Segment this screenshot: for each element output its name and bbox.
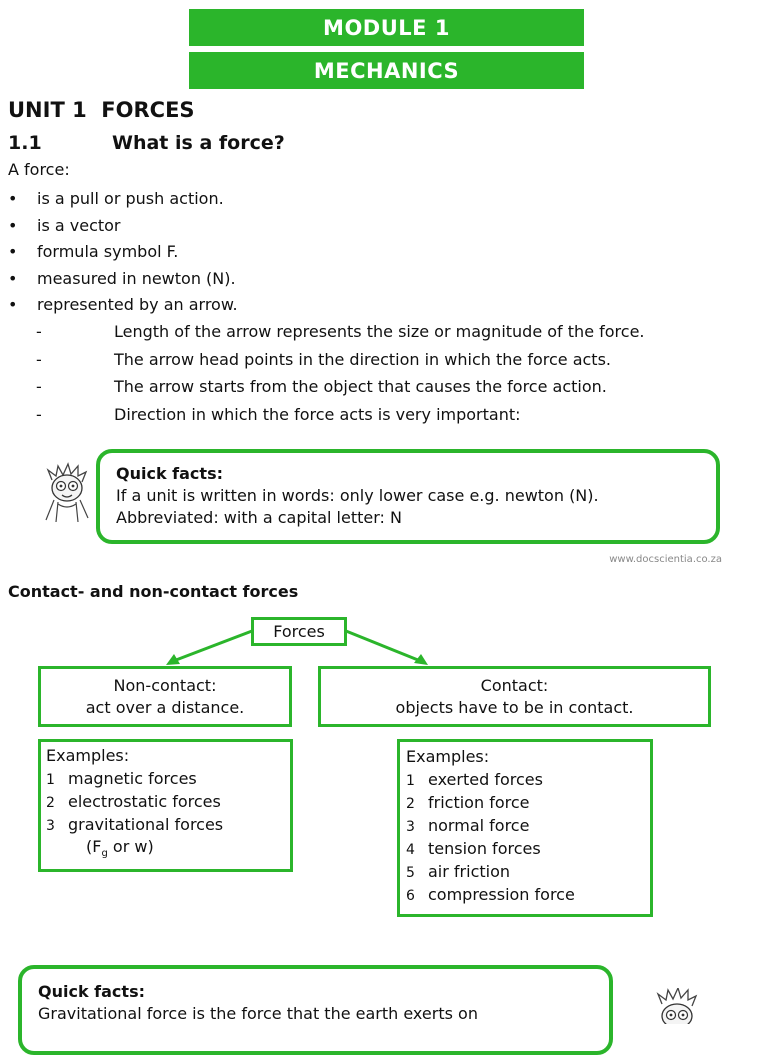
quick-facts-line: Abbreviated: with a capital letter: N: [116, 508, 402, 527]
force-properties-list: •is a pull or push action. •is a vector …: [8, 186, 238, 319]
list-item: •represented by an arrow.: [8, 292, 238, 319]
contact-description: objects have to be in contact.: [395, 698, 634, 717]
module-title: MODULE 1: [323, 15, 450, 40]
dash-marker: -: [36, 377, 42, 396]
unit-title: UNIT 1 FORCES: [8, 98, 195, 122]
dash-marker: -: [36, 404, 42, 424]
website-credit: www.docscientia.co.za: [609, 554, 722, 565]
arrow-properties-list: -Length of the arrow represents the size…: [36, 318, 645, 428]
list-item: •is a vector: [8, 213, 238, 240]
scientist-mascot-icon: [45, 462, 89, 523]
gravity-symbol-note: (Fg or w): [86, 837, 154, 860]
dash-marker: -: [36, 349, 42, 369]
contact-section-heading: Contact- and non-contact forces: [8, 582, 299, 601]
dash-marker: -: [36, 322, 42, 341]
quick-facts-line: If a unit is written in words: only lowe…: [116, 486, 599, 505]
non-contact-title: Non-contact:: [113, 676, 217, 695]
scientist-mascot-icon: [656, 988, 698, 1024]
section-number: 1.1: [8, 132, 42, 154]
list-item: •formula symbol F.: [8, 239, 238, 266]
bullet-icon: •: [8, 268, 18, 288]
forces-root-box: Forces: [251, 617, 347, 646]
bullet-icon: •: [8, 242, 18, 261]
list-item: •is a pull or push action.: [8, 186, 238, 213]
contact-box: Contact: objects have to be in contact.: [318, 666, 711, 727]
section-title: What is a force?: [112, 132, 285, 154]
list-item: -Length of the arrow represents the size…: [36, 318, 645, 346]
intro-text: A force:: [8, 160, 70, 179]
list-item: -The arrow starts from the object that c…: [36, 373, 645, 401]
subject-title: MECHANICS: [313, 58, 460, 83]
non-contact-description: act over a distance.: [85, 698, 245, 717]
forces-root-label: Forces: [273, 622, 325, 641]
list-item: -The arrow head points in the direction …: [36, 346, 645, 374]
bullet-icon: •: [8, 215, 18, 235]
arrow-left-head: [166, 654, 180, 665]
list-item: •measured in newton (N).: [8, 266, 238, 293]
quick-facts-box-2: Quick facts: Gravitational force is the …: [18, 965, 613, 1055]
quick-facts-box: Quick facts: If a unit is written in wor…: [96, 449, 720, 544]
bullet-icon: •: [8, 189, 18, 208]
diagram-connectors: [166, 629, 428, 665]
arrow-right-head: [414, 654, 428, 665]
module-banner: MODULE 1: [189, 9, 584, 46]
quick-facts-heading: Quick facts:: [38, 982, 145, 1001]
examples-heading: Examples:: [46, 746, 130, 765]
section-heading: 1.1 What is a force?: [8, 132, 285, 154]
examples-heading: Examples:: [406, 747, 490, 766]
quick-facts-line: Gravitational force is the force that th…: [38, 1004, 478, 1023]
contact-title: Contact:: [480, 676, 549, 695]
bullet-icon: •: [8, 295, 18, 314]
subject-banner: MECHANICS: [189, 52, 584, 89]
list-item: -Direction in which the force acts is ve…: [36, 401, 645, 429]
non-contact-box: Non-contact: act over a distance.: [38, 666, 292, 727]
quick-facts-heading: Quick facts:: [116, 464, 223, 483]
